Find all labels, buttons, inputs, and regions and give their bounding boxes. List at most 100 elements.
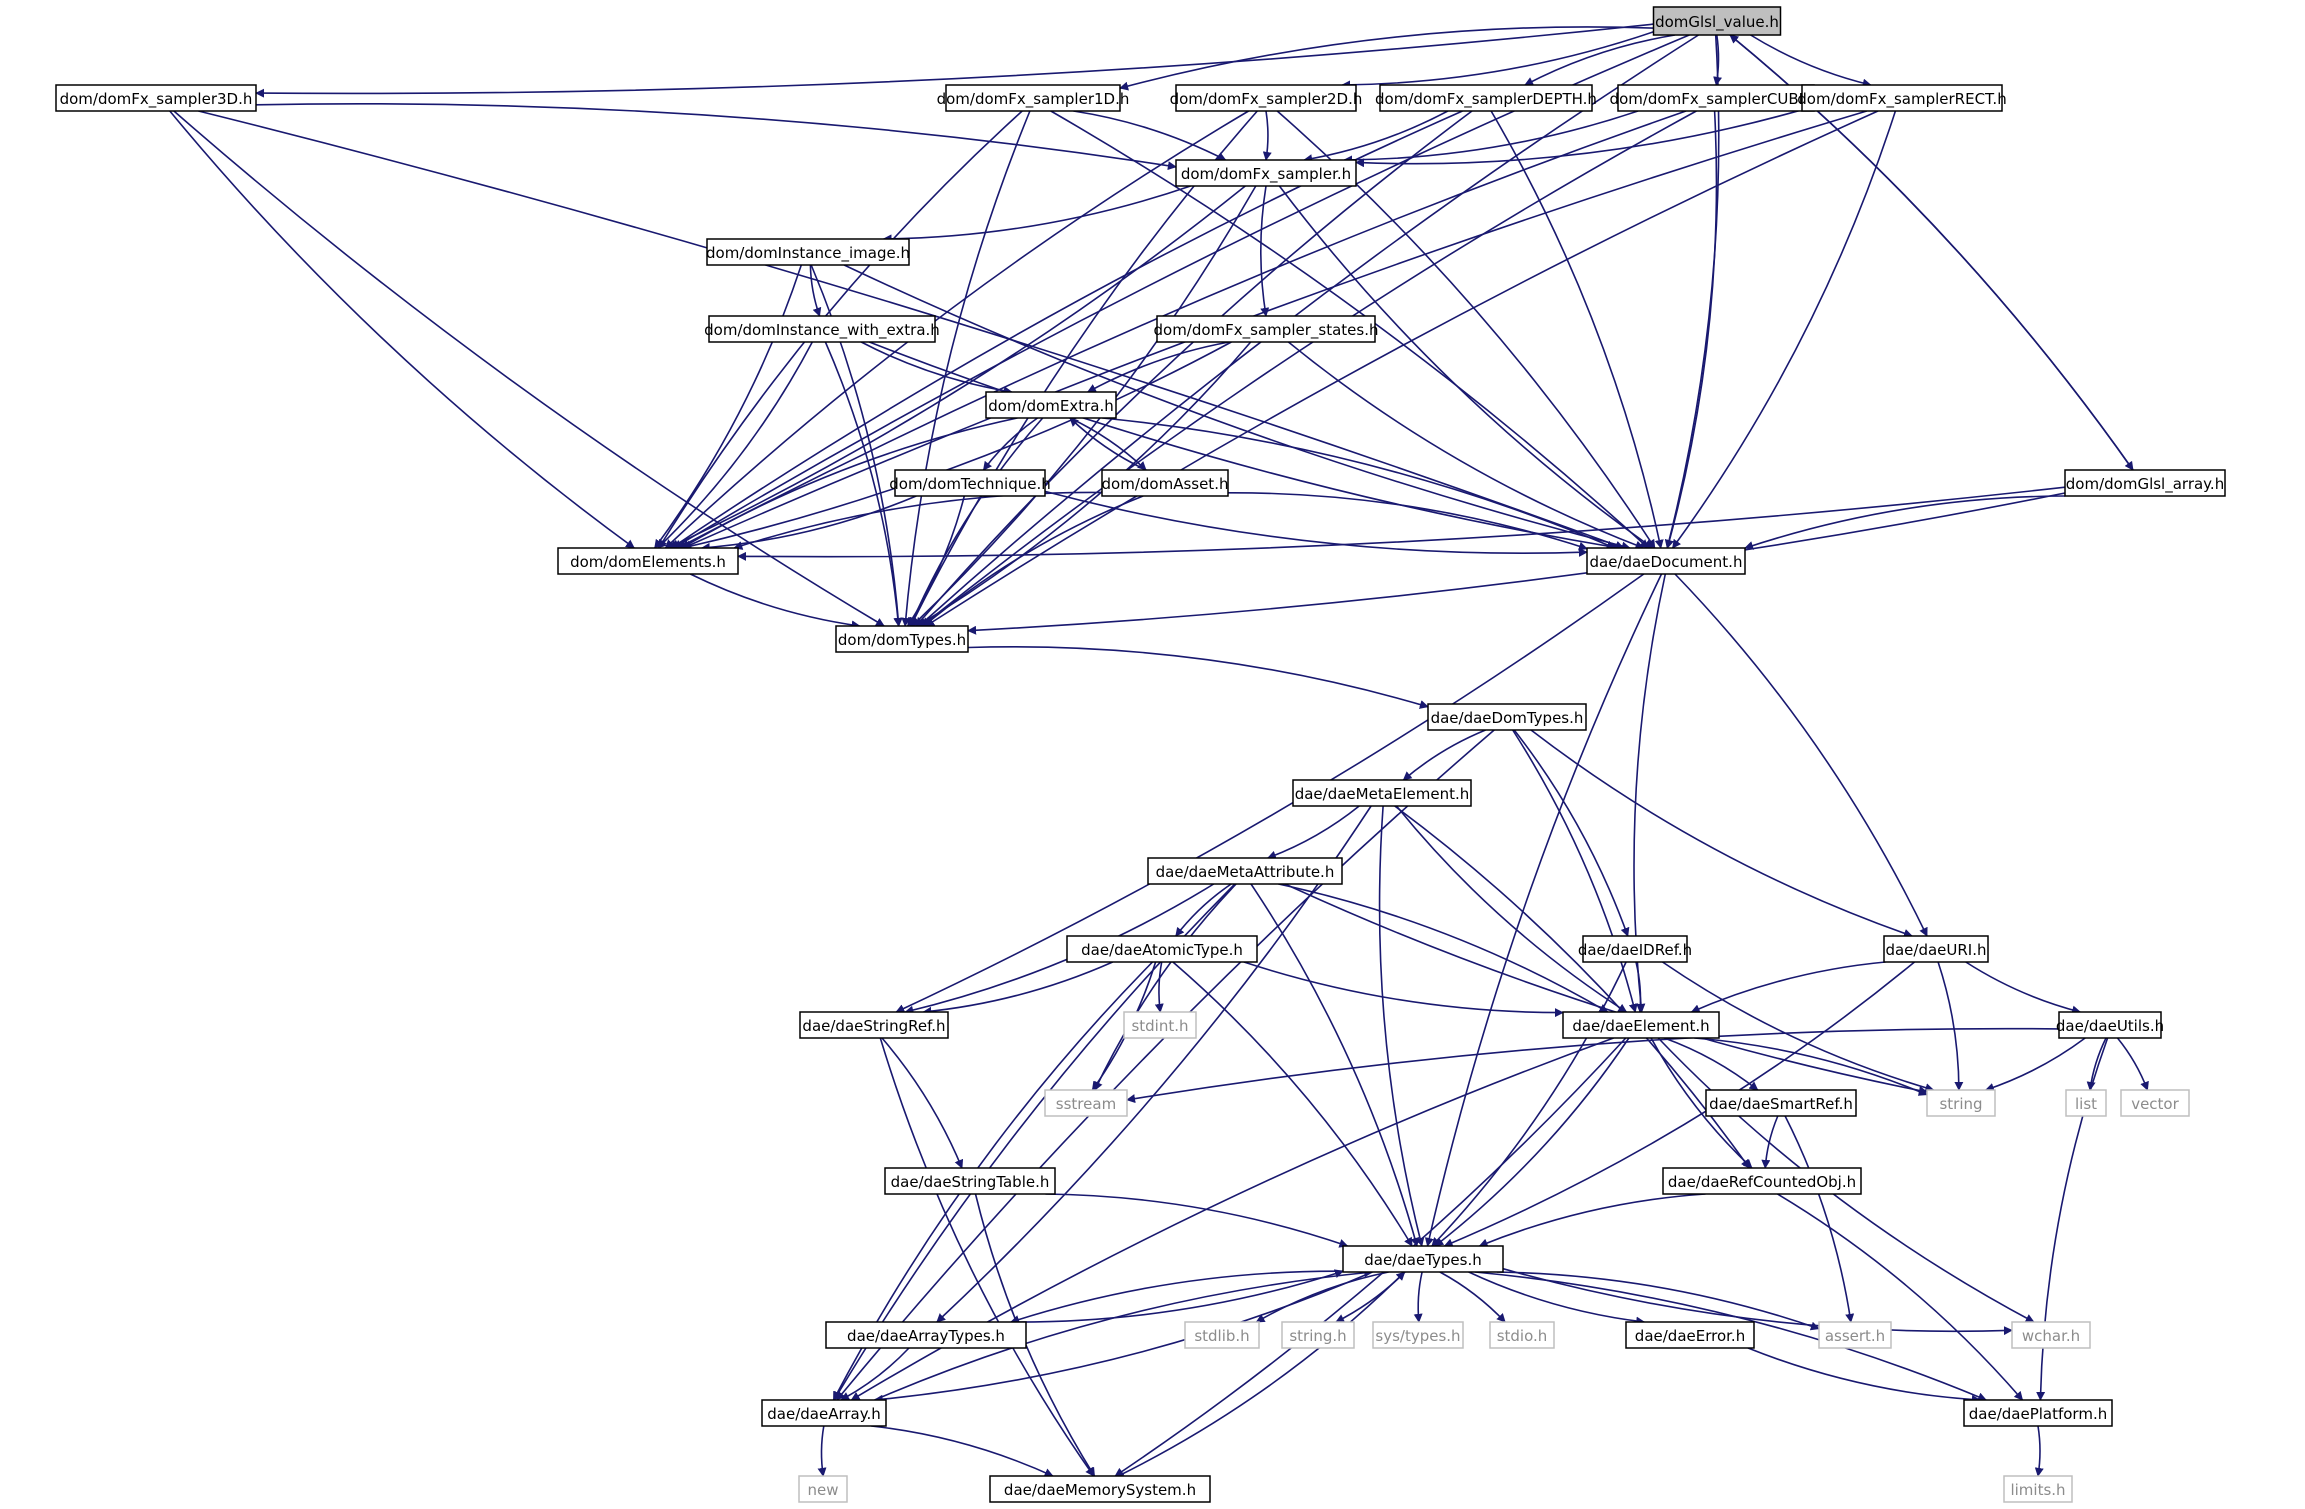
node-label: dae/daeStringTable.h xyxy=(891,1173,1050,1191)
edge-daetypes-to-error xyxy=(1468,1271,1646,1326)
node-instextra[interactable]: dom/domInstance_with_extra.h xyxy=(704,315,940,343)
edge-metaelement-to-daetypes xyxy=(1378,805,1425,1247)
edge-daedomtypes-to-element xyxy=(1512,729,1638,1013)
node-label: dom/domExtra.h xyxy=(988,397,1114,415)
edge xyxy=(922,961,1114,1016)
edge-technique-to-domtypes xyxy=(907,495,966,627)
node-s3d[interactable]: dom/domFx_sampler3D.h xyxy=(55,84,257,112)
edge-idref-to-element xyxy=(1635,961,1646,1013)
edge-root-to-s3d xyxy=(255,23,1654,98)
edge xyxy=(879,1037,1095,1477)
edge-idref-to-string xyxy=(1662,961,1935,1093)
edge xyxy=(1744,495,2066,550)
node-srect[interactable]: dom/domFx_samplerRECT.h xyxy=(1797,84,2007,112)
node-domtypes[interactable]: dom/domTypes.h xyxy=(835,625,969,653)
edge-daetypes-to-stringh xyxy=(1335,1271,1406,1323)
edge xyxy=(1010,1269,1344,1323)
edge xyxy=(1496,1271,1820,1331)
edge-scube-to-sampler xyxy=(1343,110,1639,165)
node-arraytypes[interactable]: dae/daeArrayTypes.h xyxy=(825,1321,1027,1349)
edge-sampler-to-instimg xyxy=(882,185,1191,244)
node-document[interactable]: dae/daeDocument.h xyxy=(1586,547,1746,575)
node-elements[interactable]: dom/domElements.h xyxy=(557,547,739,575)
node-daetypes[interactable]: dae/daeTypes.h xyxy=(1342,1245,1504,1273)
edge-s2d-to-sampler xyxy=(1262,110,1272,161)
node-scube[interactable]: dom/domFx_samplerCUBE.h xyxy=(1610,84,1823,112)
edge xyxy=(1694,1037,1928,1096)
edge-metaelement-to-arraytypes xyxy=(936,805,1372,1323)
edge-srect-to-domtypes xyxy=(925,110,1879,627)
edge-element-to-wchar xyxy=(1657,1037,2035,1323)
node-s2d[interactable]: dom/domFx_sampler2D.h xyxy=(1170,84,1363,112)
node-error[interactable]: dae/daeError.h xyxy=(1625,1321,1755,1349)
node-root[interactable]: domGlsl_value.h xyxy=(1652,6,1782,36)
edge xyxy=(664,110,1250,549)
edge xyxy=(1010,1270,1344,1324)
node-atomic[interactable]: dae/daeAtomicType.h xyxy=(1066,935,1258,963)
node-memsys[interactable]: dae/daeMemorySystem.h xyxy=(989,1475,1211,1503)
edge xyxy=(901,110,1031,627)
edge xyxy=(689,573,861,630)
edge xyxy=(895,573,1645,1013)
node-element[interactable]: dae/daeElement.h xyxy=(1562,1011,1720,1039)
edge xyxy=(1468,1271,1646,1326)
edge xyxy=(936,805,1372,1323)
node-label: dae/daeURI.h xyxy=(1885,941,1986,959)
edge-instimg-to-instextra xyxy=(809,264,822,317)
edge xyxy=(909,417,1044,627)
edge-extra-to-technique xyxy=(982,417,1038,471)
node-box xyxy=(985,391,1117,419)
node-metaattr[interactable]: dae/daeMetaAttribute.h xyxy=(1147,857,1343,885)
edge xyxy=(1284,883,1928,1095)
edge-domtypes-to-daedomtypes xyxy=(967,646,1429,709)
node-asset[interactable]: dom/domAsset.h xyxy=(1101,469,1229,497)
node-box xyxy=(1427,703,1587,731)
edge xyxy=(657,341,814,549)
node-stringref[interactable]: dae/daeStringRef.h xyxy=(799,1011,949,1039)
edge-technique-to-document xyxy=(1044,490,1588,557)
edge xyxy=(1341,31,1654,90)
node-s1d[interactable]: dom/domFx_sampler1D.h xyxy=(937,84,1130,112)
node-stringtable[interactable]: dae/daeStringTable.h xyxy=(884,1167,1056,1195)
node-daedomtypes[interactable]: dae/daeDomTypes.h xyxy=(1427,703,1587,731)
edge-metaelement-to-metaattr xyxy=(1266,805,1360,860)
edge-s2d-to-elements xyxy=(664,110,1250,549)
node-technique[interactable]: dom/domTechnique.h xyxy=(889,469,1051,497)
node-uri[interactable]: dae/daeURI.h xyxy=(1883,935,1989,963)
node-instimg[interactable]: dom/domInstance_image.h xyxy=(706,238,910,266)
node-refcounted[interactable]: dae/daeRefCountedObj.h xyxy=(1662,1167,1862,1195)
edge xyxy=(1073,110,1227,161)
edge xyxy=(1172,961,1413,1247)
edge xyxy=(873,1271,1373,1404)
node-box xyxy=(2065,1089,2107,1117)
edge-utils-to-string xyxy=(1984,1037,2086,1092)
edge xyxy=(1119,26,1654,91)
node-sampler[interactable]: dom/domFx_sampler.h xyxy=(1175,159,1357,187)
node-sdepth[interactable]: dom/domFx_samplerDEPTH.h xyxy=(1375,84,1597,112)
node-label: dom/domFx_samplerDEPTH.h xyxy=(1375,90,1597,109)
node-glslarray[interactable]: dom/domGlsl_array.h xyxy=(2064,469,2226,497)
node-metaelement[interactable]: dae/daeMetaElement.h xyxy=(1292,779,1472,807)
node-platform[interactable]: dae/daePlatform.h xyxy=(1963,1399,2113,1427)
edge xyxy=(809,264,822,317)
edge-uri-to-utils xyxy=(1965,961,2082,1015)
node-box xyxy=(1175,159,1357,187)
edge xyxy=(1278,883,1609,1013)
node-utils[interactable]: dae/daeUtils.h xyxy=(2056,1011,2164,1039)
edge xyxy=(907,495,966,627)
edge-arraytypes-to-daetypes xyxy=(1010,1269,1344,1323)
edge-elements-to-domtypes xyxy=(689,573,861,630)
edge xyxy=(1664,1037,1759,1091)
edge-utils-to-platform xyxy=(2036,1037,2109,1401)
edge-asset-to-document xyxy=(1227,491,1588,551)
node-states[interactable]: dom/domFx_sampler_states.h xyxy=(1154,315,1379,343)
node-array[interactable]: dae/daeArray.h xyxy=(761,1399,887,1427)
node-idref[interactable]: dae/daeIDRef.h xyxy=(1578,935,1692,963)
edge-instimg-to-domtypes xyxy=(810,264,903,627)
edge xyxy=(1045,1193,1349,1248)
node-extra[interactable]: dom/domExtra.h xyxy=(985,391,1117,419)
node-label: dom/domFx_sampler.h xyxy=(1181,165,1351,184)
node-label: wchar.h xyxy=(2022,1327,2080,1345)
node-smartref[interactable]: dae/daeSmartRef.h xyxy=(1705,1089,1857,1117)
